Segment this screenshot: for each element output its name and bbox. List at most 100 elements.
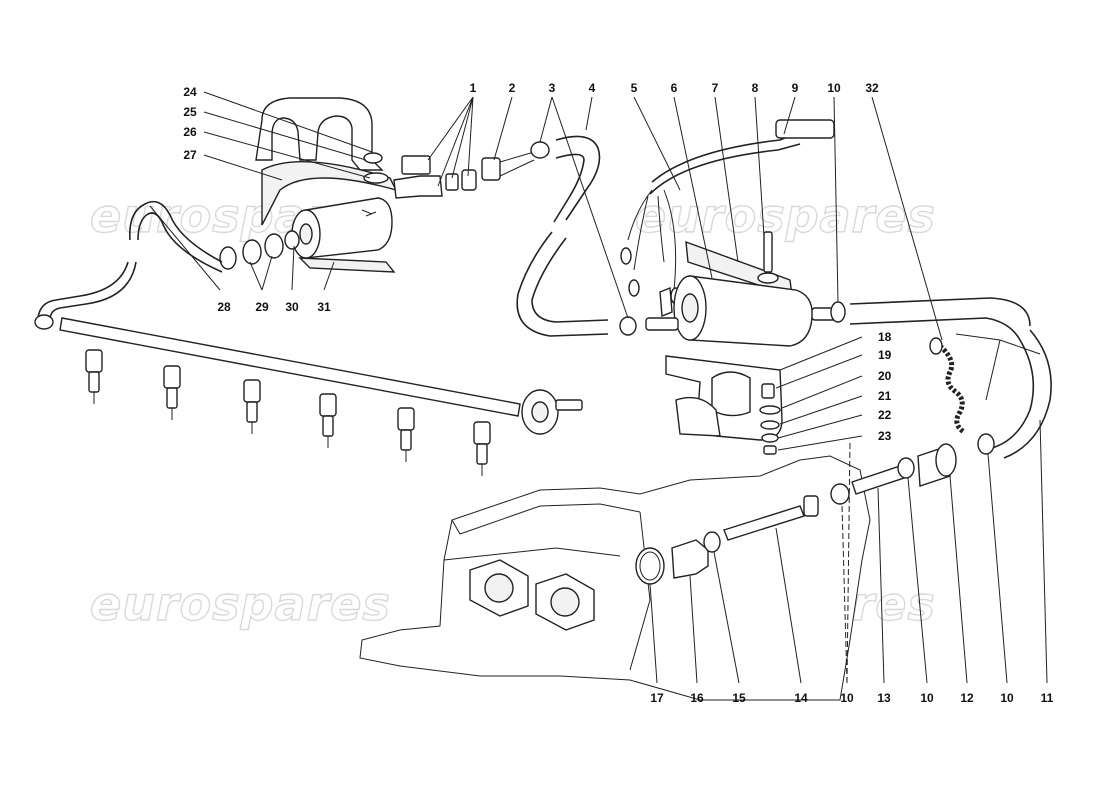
sealing-ring (703, 531, 721, 553)
union-fitting-3 (264, 233, 284, 259)
washer-20 (759, 405, 781, 415)
cradle-saddle (711, 371, 751, 417)
hose-clamp-strainer (830, 483, 850, 505)
callout-16: 16 (690, 691, 704, 705)
injector-body (473, 421, 491, 445)
strainer-tube (723, 505, 805, 541)
fuel-pump-assembly (620, 119, 846, 455)
leader-18 (779, 336, 863, 371)
injector-body (163, 365, 181, 389)
union-fitting-4 (284, 230, 300, 250)
injector-nozzle (400, 429, 412, 451)
wire-terminal-2 (628, 279, 640, 297)
hose-11-pointer (955, 333, 1041, 401)
hose-11-outer (849, 317, 1035, 449)
callout-15: 15 (732, 691, 746, 705)
tank-union (671, 539, 709, 579)
leader-11 (1039, 419, 1048, 684)
pressure-sensor (401, 155, 431, 175)
injector-nozzle (246, 401, 258, 423)
callout-24: 24 (183, 85, 197, 99)
leader-21 (779, 395, 863, 425)
callout-13: 13 (877, 691, 891, 705)
callout-29: 29 (255, 300, 269, 314)
stud-nut (757, 272, 779, 284)
injector-4 (319, 393, 337, 448)
callout-6: 6 (671, 81, 678, 95)
wire-terminal-1 (620, 247, 632, 265)
rail-inlet-fitting (34, 314, 54, 330)
regulator-port (531, 401, 549, 423)
tank-panel-line (443, 547, 621, 561)
leader-7 (714, 96, 739, 263)
hose-upper-outer (555, 135, 601, 221)
tank-port-2-hole (550, 587, 580, 617)
return-hose-assembly (516, 135, 637, 337)
leader-lines (149, 91, 1048, 684)
bracket-nut (363, 152, 383, 164)
leader-32 (871, 96, 943, 341)
fuel-rail-assembly (59, 317, 583, 476)
callout-3: 3 (549, 81, 556, 95)
hose-clamp-end (977, 433, 995, 455)
banjo-fitting (393, 175, 443, 199)
leader-4 (585, 96, 593, 131)
injector-2 (163, 365, 181, 420)
fuel-rail (59, 317, 521, 417)
sleeve-end (929, 337, 943, 355)
hose-lower-outer (516, 231, 609, 337)
callout-23: 23 (878, 429, 892, 443)
callout-30: 30 (285, 300, 299, 314)
callout-10-strainer: 10 (840, 691, 854, 705)
injector-nozzle (88, 371, 100, 393)
hose-clamp-filter (897, 457, 915, 479)
filter-base-plate (298, 257, 396, 273)
washer-22 (761, 433, 779, 443)
callout-9: 9 (792, 81, 799, 95)
leader-3 (539, 96, 629, 319)
pump-wire-harness-edge (649, 143, 801, 195)
injector-nozzle (166, 387, 178, 409)
leader-6 (673, 96, 713, 279)
leader-20 (781, 375, 863, 409)
bracket-washer (363, 172, 389, 184)
fuel-pump-body (689, 275, 813, 347)
injector-nozzle (322, 415, 334, 437)
injector-3 (243, 379, 261, 434)
feed-hose-lower-edge (49, 261, 137, 321)
cradle-foot (675, 396, 721, 437)
injector-5 (397, 407, 415, 462)
callout-14: 14 (794, 691, 808, 705)
callout-27: 27 (183, 148, 197, 162)
callout-2: 2 (509, 81, 516, 95)
fuel-filter-assembly (219, 97, 535, 273)
leader-5 (633, 96, 681, 191)
pump-end-detail (681, 293, 699, 323)
callout-labels: 1 2 3 4 5 6 7 8 9 10 32 24 25 26 27 28 2… (183, 81, 1053, 705)
leader-30 (291, 245, 295, 291)
callout-4: 4 (589, 81, 596, 95)
leader-22 (777, 414, 863, 439)
callout-7: 7 (712, 81, 719, 95)
inline-filter-cap (935, 443, 957, 477)
callout-25: 25 (183, 105, 197, 119)
callout-5: 5 (631, 81, 638, 95)
injector-1 (85, 349, 103, 404)
pump-wire-harness (651, 131, 801, 183)
leader-10c (907, 477, 928, 684)
callout-26: 26 (183, 125, 197, 139)
leader-19 (775, 354, 863, 389)
fuel-tank-section (359, 455, 871, 701)
injector-body (319, 393, 337, 417)
washer-21 (760, 420, 780, 430)
union-fitting-2 (242, 239, 262, 265)
callout-18: 18 (878, 330, 892, 344)
corrugated-sleeve (938, 344, 966, 435)
sealing-washer-2 (461, 169, 477, 191)
sealing-washer-1 (445, 173, 459, 191)
injector-6 (473, 421, 491, 476)
leader-9 (783, 96, 796, 135)
callout-10-pump: 10 (827, 81, 841, 95)
lock-ring-inner (639, 551, 661, 581)
hose-11-top (849, 297, 1031, 327)
